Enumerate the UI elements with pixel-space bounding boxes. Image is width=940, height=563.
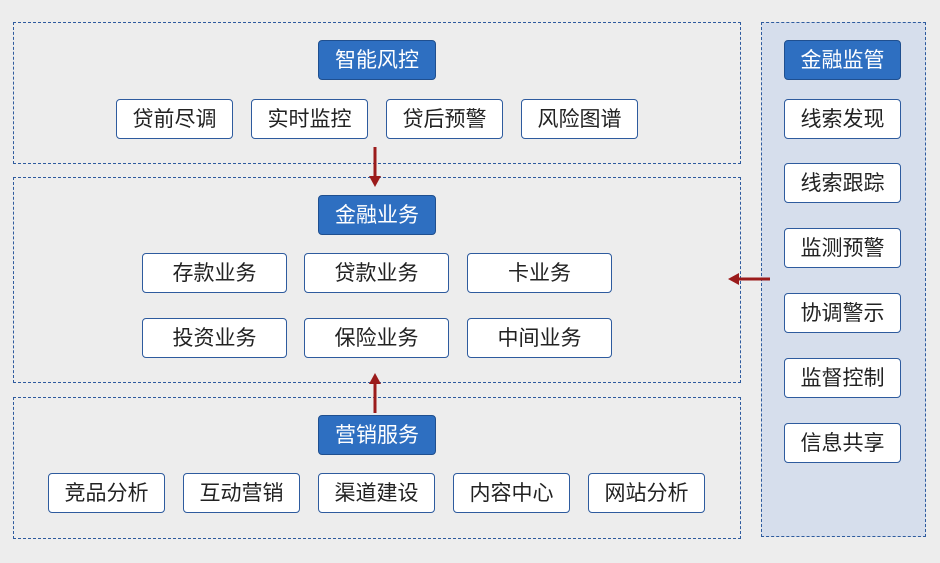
supervision-item-coordination-alert: 协调警示 xyxy=(784,293,901,333)
arrow-up-marketing-to-business xyxy=(369,373,381,413)
business-item-card: 卡业务 xyxy=(467,253,612,293)
marketing-item-interactive-marketing: 互动营销 xyxy=(183,473,300,513)
supervision-item-clue-discovery: 线索发现 xyxy=(784,99,901,139)
marketing-service-panel xyxy=(13,397,741,539)
risk-control-panel xyxy=(13,22,741,164)
marketing-item-website-analysis: 网站分析 xyxy=(588,473,705,513)
marketing-item-competitor-analysis: 竞品分析 xyxy=(48,473,165,513)
business-item-insurance: 保险业务 xyxy=(304,318,449,358)
risk-item-post-loan-warning: 贷后预警 xyxy=(386,99,503,139)
supervision-item-clue-tracking: 线索跟踪 xyxy=(784,163,901,203)
risk-item-risk-graph: 风险图谱 xyxy=(521,99,638,139)
arrow-down-risk-to-business xyxy=(369,147,381,187)
business-item-intermediary: 中间业务 xyxy=(467,318,612,358)
marketing-service-title: 营销服务 xyxy=(318,415,436,455)
supervision-item-information-sharing: 信息共享 xyxy=(784,423,901,463)
risk-item-pre-loan-due-diligence: 贷前尽调 xyxy=(116,99,233,139)
arrow-left-supervision-to-business xyxy=(728,273,770,285)
business-item-deposit: 存款业务 xyxy=(142,253,287,293)
supervision-item-monitoring-warning: 监测预警 xyxy=(784,228,901,268)
risk-control-title: 智能风控 xyxy=(318,40,436,80)
financial-business-title: 金融业务 xyxy=(318,195,436,235)
business-item-investment: 投资业务 xyxy=(142,318,287,358)
marketing-item-content-center: 内容中心 xyxy=(453,473,570,513)
business-item-loan: 贷款业务 xyxy=(304,253,449,293)
supervision-item-supervision-control: 监督控制 xyxy=(784,358,901,398)
marketing-item-channel-building: 渠道建设 xyxy=(318,473,435,513)
financial-supervision-title: 金融监管 xyxy=(784,40,901,80)
risk-item-real-time-monitoring: 实时监控 xyxy=(251,99,368,139)
